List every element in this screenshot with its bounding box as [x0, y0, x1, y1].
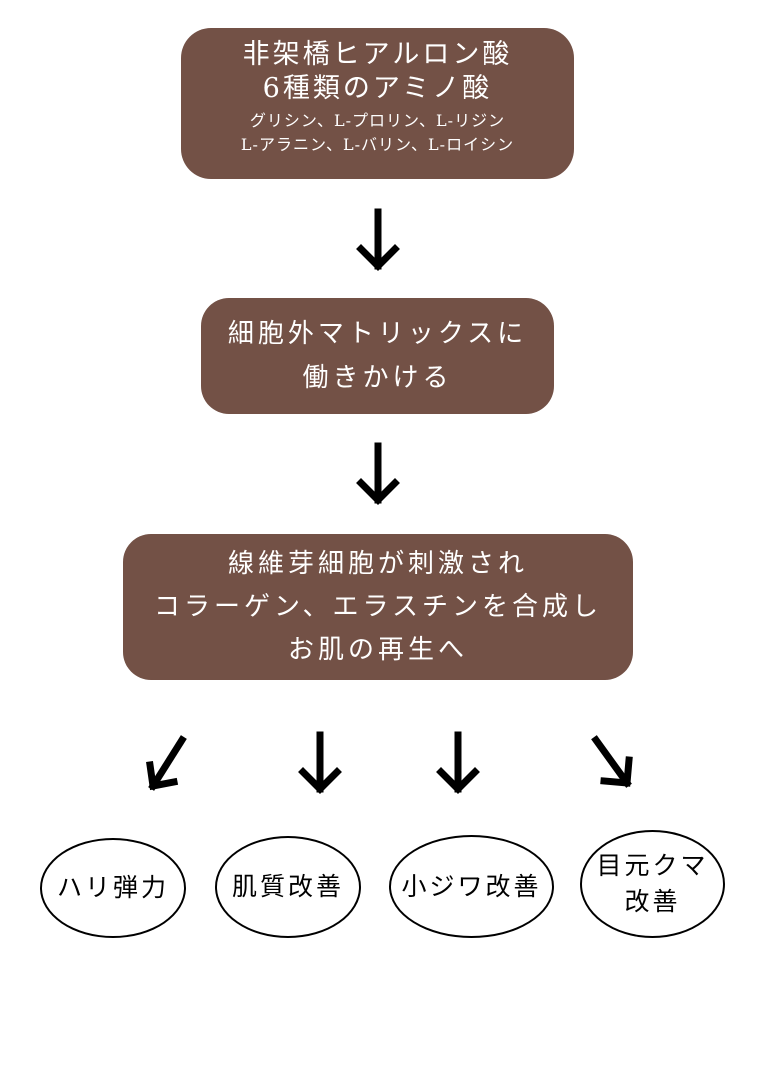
step1-sub-line1: グリシン、L-プロリン、L-リジン [249, 111, 506, 130]
arrow-to-result-2 [298, 731, 342, 794]
arrow-down-1 [356, 208, 400, 271]
step1-title-line1: 非架橋ヒアルロン酸 [242, 39, 513, 70]
step1-box: 非架橋ヒアルロン酸 6種類のアミノ酸 グリシン、L-プロリン、L-リジン L-ア… [181, 28, 574, 179]
step3-line3: お肌の再生へ [287, 635, 468, 665]
step2-box: 細胞外マトリックスに 働きかける [201, 298, 554, 414]
arrow-down-2 [356, 442, 400, 505]
arrow-to-result-4 [591, 735, 633, 788]
result-1-line1: ハリ弾力 [56, 873, 169, 902]
step1-sub-line2: L-アラニン、L-バリン、L-ロイシン [240, 135, 515, 154]
arrow-to-result-1 [146, 735, 187, 791]
step2-line2: 働きかける [302, 363, 453, 393]
result-3-line1: 小ジワ改善 [401, 871, 542, 901]
result-4-line2: 改善 [624, 887, 681, 916]
result-oval-4: 目元クマ 改善 [580, 830, 725, 938]
step3-line1: 線維芽細胞が刺激され [227, 549, 528, 579]
result-oval-2: 肌質改善 [215, 836, 361, 938]
step3-line2: コラーゲン、エラスチンを合成し [154, 592, 602, 622]
result-oval-3: 小ジワ改善 [389, 835, 554, 938]
result-2-line1: 肌質改善 [231, 872, 344, 901]
step3-box: 線維芽細胞が刺激され コラーゲン、エラスチンを合成し お肌の再生へ [123, 534, 633, 680]
step2-line1: 細胞外マトリックスに [227, 319, 528, 349]
result-4-line1: 目元クマ [596, 851, 709, 880]
arrow-to-result-3 [436, 731, 480, 794]
step1-title-line2: 6種類のアミノ酸 [262, 73, 493, 104]
result-oval-1: ハリ弾力 [40, 838, 186, 938]
